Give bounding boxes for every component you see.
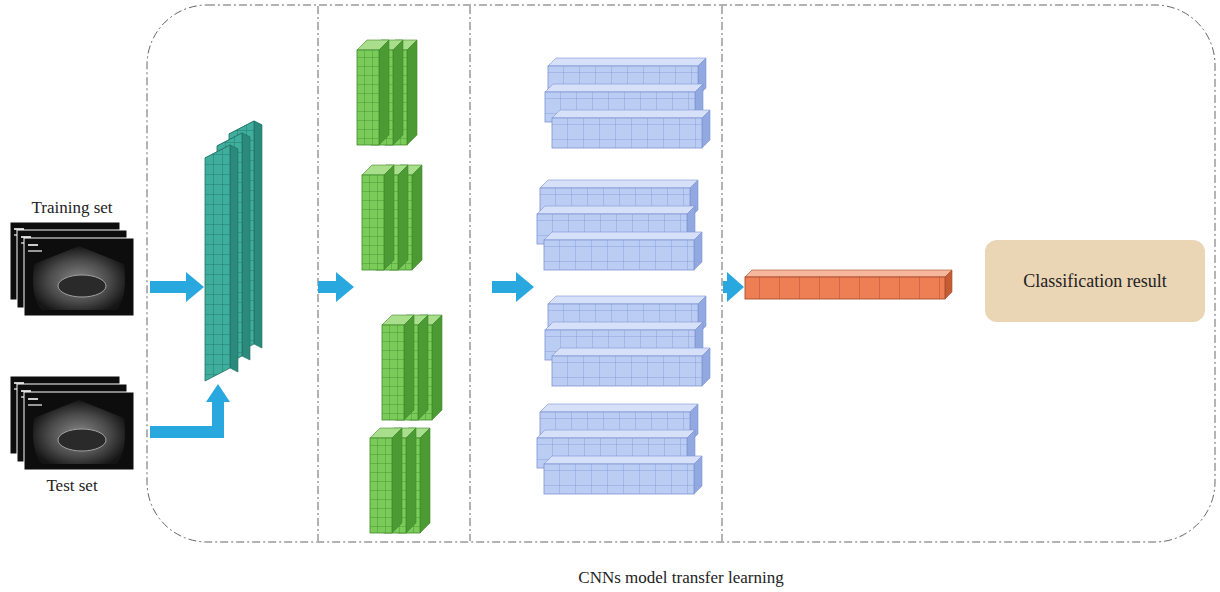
image-set: Training set — [4, 198, 140, 320]
region-caption: CNNs model transfer learning — [578, 568, 783, 588]
set-label: Test set — [46, 476, 97, 496]
model-region: CNNs model transfer learningClassificati… — [147, 5, 1215, 542]
image-set: Test set — [4, 374, 140, 496]
set-label: Training set — [31, 198, 112, 218]
box-label: Classification result — [1023, 270, 1166, 292]
result-box: Classification result — [985, 240, 1205, 322]
